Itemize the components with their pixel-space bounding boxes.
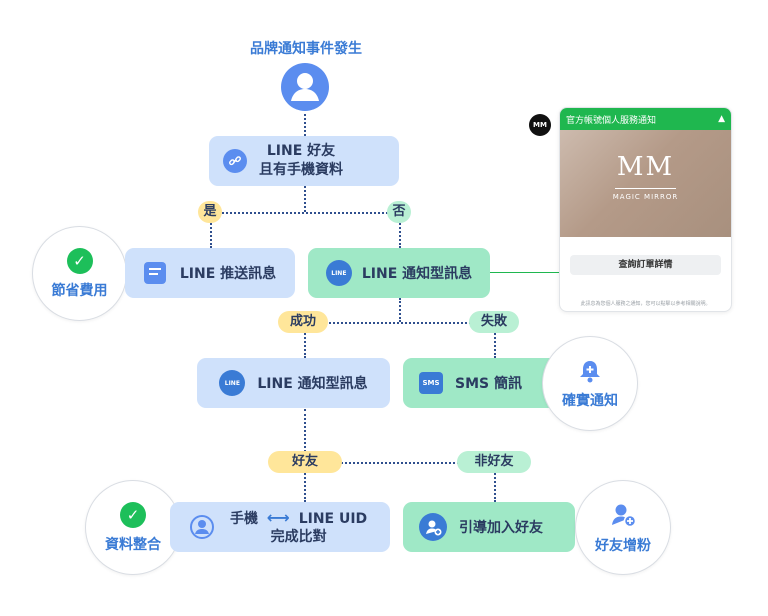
user-icon — [281, 63, 329, 111]
user-network-icon — [188, 513, 216, 541]
brand-banner-image: MM MAGIC MIRROR — [560, 130, 731, 237]
badge-ensure-notify: 確實通知 — [542, 336, 638, 431]
diagram-title: 品牌通知事件發生 — [250, 41, 362, 57]
line-notify-blue-label: LINE 通知型訊息 — [257, 376, 368, 392]
brand-avatar-icon: MM — [529, 114, 551, 136]
connector-to-phone — [490, 272, 560, 273]
bell-icon: ▲ — [718, 114, 725, 124]
swap-arrow-icon: ⟷ — [266, 507, 290, 527]
line-friend-line2: 且有手機資料 — [259, 162, 343, 178]
badge-save-cost: ✓ 節省費用 — [32, 226, 127, 321]
phone-footer-text: 此訊息為您個人服務之通知，您可以點擊以參考相關說明。 — [580, 301, 711, 307]
pill-success: 成功 — [278, 311, 328, 333]
badge-save-cost-label: 節省費用 — [51, 282, 108, 299]
badge-friend-growth: 好友增粉 — [575, 480, 671, 575]
add-friend-icon — [609, 501, 637, 529]
pill-non-friend: 非好友 — [457, 451, 531, 473]
connector — [399, 298, 401, 322]
pill-fail: 失敗 — [469, 311, 519, 333]
line-notify-top-label: LINE 通知型訊息 — [361, 266, 473, 282]
pill-yes: 是 — [198, 201, 222, 223]
line-bubble-icon: LINE — [219, 370, 246, 396]
sms-icon: SMS — [419, 372, 443, 394]
line-push-label: LINE 推送訊息 — [179, 266, 277, 282]
connector — [304, 322, 306, 358]
line-friend-line1: LINE 好友 — [266, 143, 336, 159]
connector — [305, 322, 495, 324]
line-uid-label: LINE UID — [298, 510, 368, 527]
connector — [305, 462, 495, 464]
link-icon — [223, 149, 247, 173]
connector — [494, 322, 496, 358]
connector — [494, 462, 496, 502]
check-icon: ✓ — [120, 501, 146, 528]
brand-name: MAGIC MIRROR — [612, 193, 679, 201]
phone-uid-match-node: 手機 ⟷ LINE UID 完成比對 — [170, 502, 390, 552]
connector — [210, 212, 212, 248]
phone-header-title: 官方帳號個人服務通知 — [566, 115, 657, 126]
brand-mark: MM — [616, 152, 675, 182]
message-icon — [143, 262, 166, 284]
connector — [399, 212, 401, 248]
connector — [211, 212, 400, 214]
line-bubble-icon: LINE — [325, 260, 352, 286]
line-push-node: LINE 推送訊息 — [125, 248, 295, 298]
pill-friend: 好友 — [268, 451, 342, 473]
connector — [304, 186, 306, 212]
bell-plus-icon — [577, 358, 603, 384]
line-friend-node: LINE 好友 且有手機資料 — [209, 136, 399, 186]
badge-data-integration: ✓ 資料整合 — [85, 480, 181, 575]
phone-header: 官方帳號個人服務通知 ▲ — [560, 108, 731, 130]
badge-friend-growth-label: 好友增粉 — [595, 537, 651, 554]
line-notify-node-blue: LINE LINE 通知型訊息 — [197, 358, 390, 408]
connector — [304, 462, 306, 502]
badge-ensure-notify-label: 確實通知 — [562, 392, 618, 409]
sms-label: SMS 簡訊 — [455, 376, 522, 392]
guide-add-friend-node: 引導加入好友 — [403, 502, 575, 552]
connector — [304, 409, 306, 464]
connector — [304, 114, 306, 136]
check-icon: ✓ — [66, 247, 93, 274]
badge-data-integration-label: 資料整合 — [105, 536, 161, 553]
order-details-button[interactable]: 查詢訂單詳情 — [570, 255, 721, 275]
match-complete-label: 完成比對 — [270, 528, 327, 545]
guide-add-friend-label: 引導加入好友 — [459, 520, 543, 536]
phone-label: 手機 — [230, 510, 258, 527]
pill-no: 否 — [387, 201, 411, 223]
add-user-icon — [419, 513, 447, 541]
phone-mockup: 官方帳號個人服務通知 ▲ MM MAGIC MIRROR 查詢訂單詳情 此訊息為… — [559, 107, 732, 312]
line-notify-node-top: LINE LINE 通知型訊息 — [308, 248, 490, 298]
